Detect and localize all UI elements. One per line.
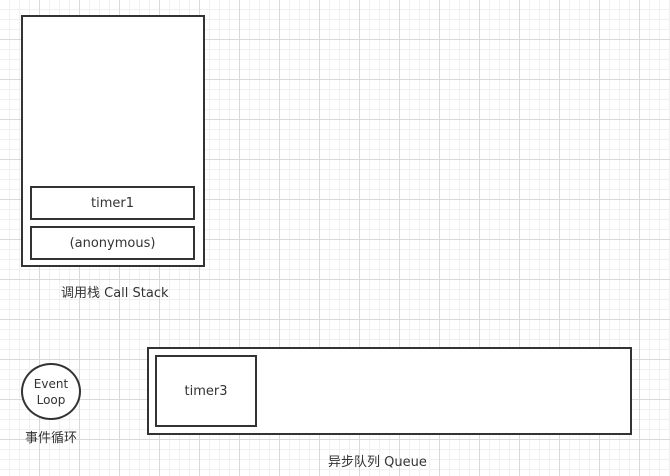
queue-item-timer3: timer3: [155, 355, 257, 427]
event-loop-text-line1: Event: [33, 376, 69, 391]
call-stack-label: 调用栈 Call Stack: [61, 286, 169, 301]
event-loop-text-line2: Loop: [36, 392, 66, 407]
event-loop-label: 事件循环: [25, 431, 78, 446]
stack-frame-anonymous: (anonymous): [30, 226, 195, 260]
queue-label: 异步队列 Queue: [328, 455, 427, 470]
event-loop-circle: Event Loop: [21, 363, 81, 420]
stack-frame-timer1: timer1: [30, 186, 195, 220]
call-stack-container: [21, 15, 205, 267]
